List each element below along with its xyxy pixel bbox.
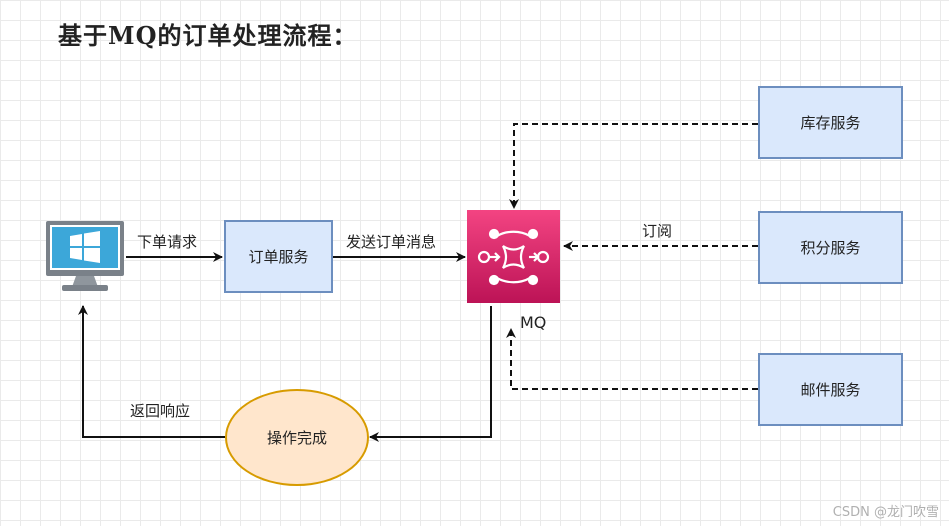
mail-service-label: 邮件服务 [800,381,861,399]
watermark: CSDN @龙门吹雪 [832,505,939,520]
mail-service-box[interactable]: 邮件服务 [758,353,903,426]
page-title: 基于MQ的订单处理流程： [58,21,358,50]
edge-mq-to-done [369,306,492,442]
message-queue-icon [477,228,550,286]
operation-done-label: 操作完成 [266,429,327,447]
points-service-box[interactable]: 积分服务 [758,211,903,284]
edge-label-subscribe: 订阅 [642,222,673,240]
windows-monitor-icon [46,221,124,291]
edge-label-return-response: 返回响应 [130,402,191,420]
inventory-service-label: 库存服务 [800,114,861,132]
edge-label-place-order: 下单请求 [137,233,198,251]
operation-done-ellipse[interactable]: 操作完成 [225,389,369,486]
order-service-box[interactable]: 订单服务 [224,220,333,293]
inventory-service-box[interactable]: 库存服务 [758,86,903,159]
edge-mail-subscribe [506,328,758,390]
mq-label: MQ [520,313,547,332]
mq-node[interactable] [467,210,560,303]
edge-label-send-message: 发送订单消息 [346,233,437,251]
order-service-label: 订单服务 [248,248,309,266]
edge-inventory-subscribe [509,123,758,209]
points-service-label: 积分服务 [800,239,861,257]
edge-return-response [78,305,225,438]
